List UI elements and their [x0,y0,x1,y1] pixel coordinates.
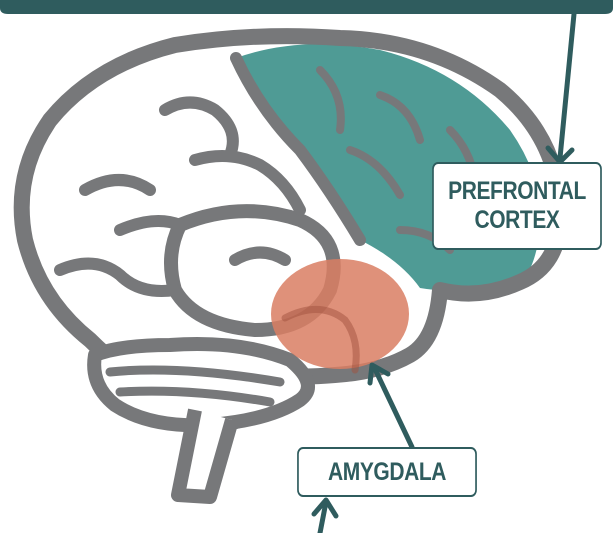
prefrontal-cortex-label: PREFRONTAL CORTEX [432,162,602,250]
top-banner-bar [0,0,613,14]
prefrontal-label-line2: CORTEX [434,206,600,235]
prefrontal-label-line1: PREFRONTAL [434,177,600,206]
amygdala-arrow [370,365,412,447]
amygdala-label-text: AMYGDALA [328,458,446,487]
brain-stem [178,410,232,497]
amygdala-label: AMYGDALA [297,447,477,497]
prefrontal-arrow [548,14,574,162]
bottom-arrow [314,500,336,533]
